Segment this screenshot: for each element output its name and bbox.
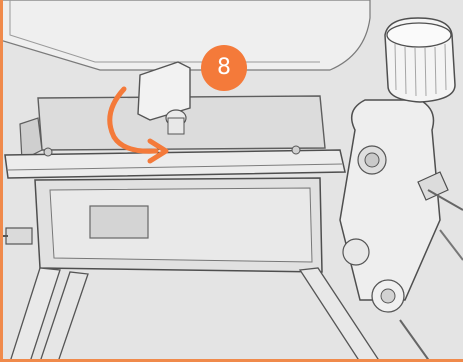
- frame-border-bottom: [0, 359, 463, 362]
- step-number-badge: 8: [201, 45, 247, 91]
- frame-border-left: [0, 0, 3, 362]
- rotation-arrow-icon: [107, 86, 169, 164]
